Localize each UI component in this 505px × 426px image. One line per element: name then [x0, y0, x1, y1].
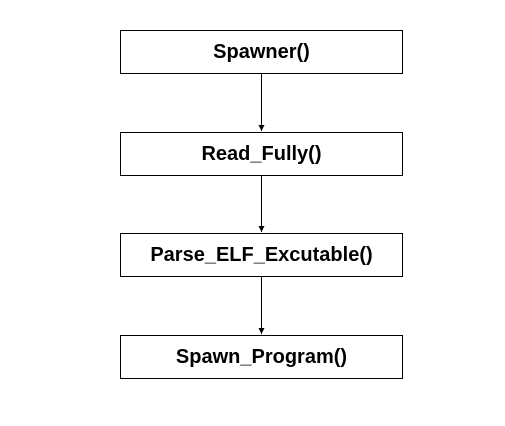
node-spawner-label: Spawner(): [213, 40, 310, 63]
node-spawn-program-label: Spawn_Program(): [175, 345, 348, 368]
node-parse-elf-excutable-label: Parse_ELF_Excutable(): [150, 243, 373, 266]
node-parse-elf-excutable: Parse_ELF_Excutable(): [120, 233, 403, 277]
node-read-fully: Read_Fully(): [120, 132, 403, 176]
node-read-fully-label: Read_Fully(): [201, 142, 322, 165]
node-spawner: Spawner(): [120, 30, 403, 74]
node-spawn-program: Spawn_Program(): [120, 335, 403, 379]
